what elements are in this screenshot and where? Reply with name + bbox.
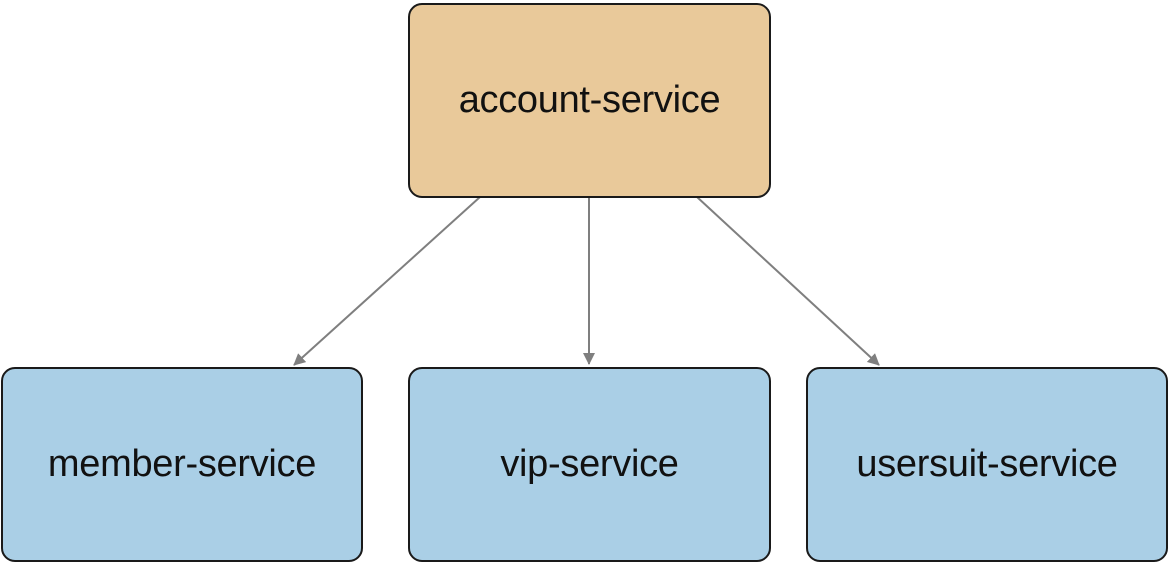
node-account-service[interactable]: account-service: [408, 3, 771, 198]
node-label: account-service: [458, 79, 721, 121]
node-label: vip-service: [500, 443, 679, 485]
edge-account-to-usersuit: [696, 196, 880, 366]
node-vip-service[interactable]: vip-service: [408, 367, 771, 562]
edge-account-to-member: [293, 196, 481, 366]
node-label: member-service: [47, 443, 317, 485]
node-usersuit-service[interactable]: usersuit-service: [806, 367, 1168, 562]
node-label: usersuit-service: [856, 443, 1118, 485]
node-member-service[interactable]: member-service: [1, 367, 363, 562]
